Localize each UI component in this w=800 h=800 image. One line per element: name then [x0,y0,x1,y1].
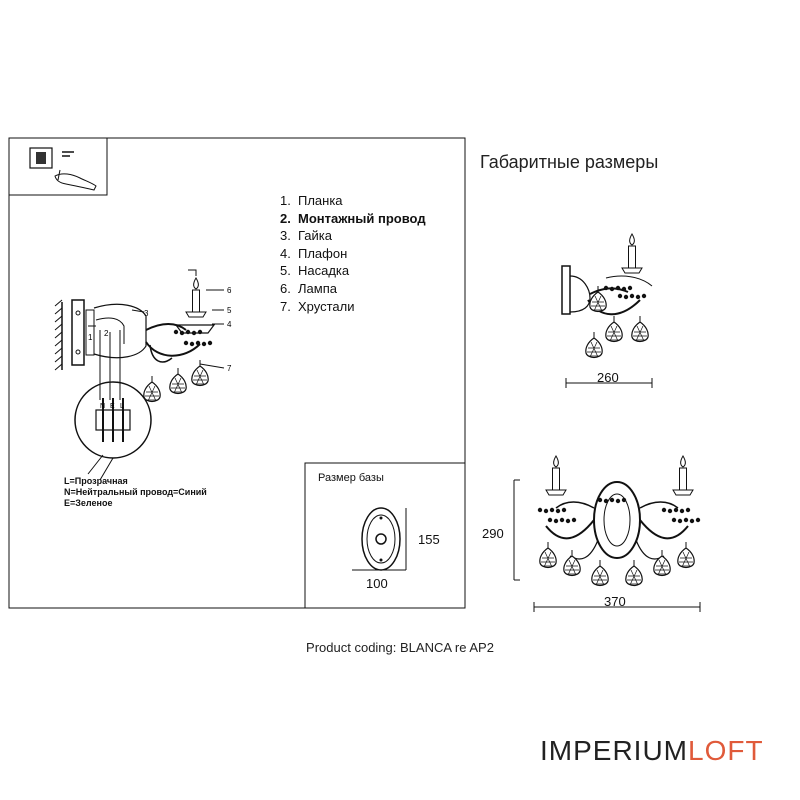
base-height-label: 155 [418,532,440,547]
part-item: 4.Плафон [280,245,348,261]
callout-1: 1 [88,333,93,342]
single-width-label: 260 [597,370,619,385]
single-sconce-parts [585,233,649,359]
warning-box [8,137,108,196]
terminal-e: E [110,403,115,410]
part-item: 6.Лампа [280,280,337,296]
terminal-l: L [120,403,124,410]
parts-list: 1.Планка 2.Монтажный провод 3.Гайка 4.Пл… [280,192,426,315]
section-title: Габаритные размеры [480,152,659,172]
main-frame [8,137,466,609]
pair-height-dimension [513,479,520,581]
part-item: 7.Хрустали [280,298,355,314]
pair-width-label: 370 [604,594,626,609]
single-width-dimension [565,378,653,388]
base-dimension-lines [352,508,407,571]
wiring-note-n: N=Нейтральный провод=Синий [64,487,207,497]
base-size-title: Размер базы [318,472,384,484]
part-item: 1.Планка [280,193,343,208]
wiring-note-e: E=Зеленое [64,498,113,508]
assembly-drawing [54,269,225,481]
part-item: 3.Гайка [280,228,333,244]
base-plate [361,507,401,571]
callout-7: 7 [227,364,232,373]
terminal-n: N [100,403,105,410]
base-width-label: 100 [366,576,388,591]
base-size-box [304,462,466,609]
callout-4: 4 [227,320,232,329]
pair-height-label: 290 [482,526,504,541]
callout-6: 6 [227,286,232,295]
wiring-note-l: L=Прозрачная [64,476,128,486]
power-off-icon [29,147,97,191]
callout-2: 2 [104,329,109,338]
wiring-notes: L=Прозрачная N=Нейтральный провод=Синий … [64,476,207,509]
callout-5: 5 [227,306,232,315]
brand-logo: IMPERIUMLOFT [540,735,764,766]
callout-3: 3 [144,309,149,318]
candle-assembly [143,277,213,403]
double-sconce-parts [537,455,701,587]
part-item: 2.Монтажный провод [280,210,426,226]
pair-width-dimension [533,602,701,612]
product-coding: Product coding: BLANCA re AP2 [306,640,494,655]
part-item: 5.Насадка [280,263,350,279]
